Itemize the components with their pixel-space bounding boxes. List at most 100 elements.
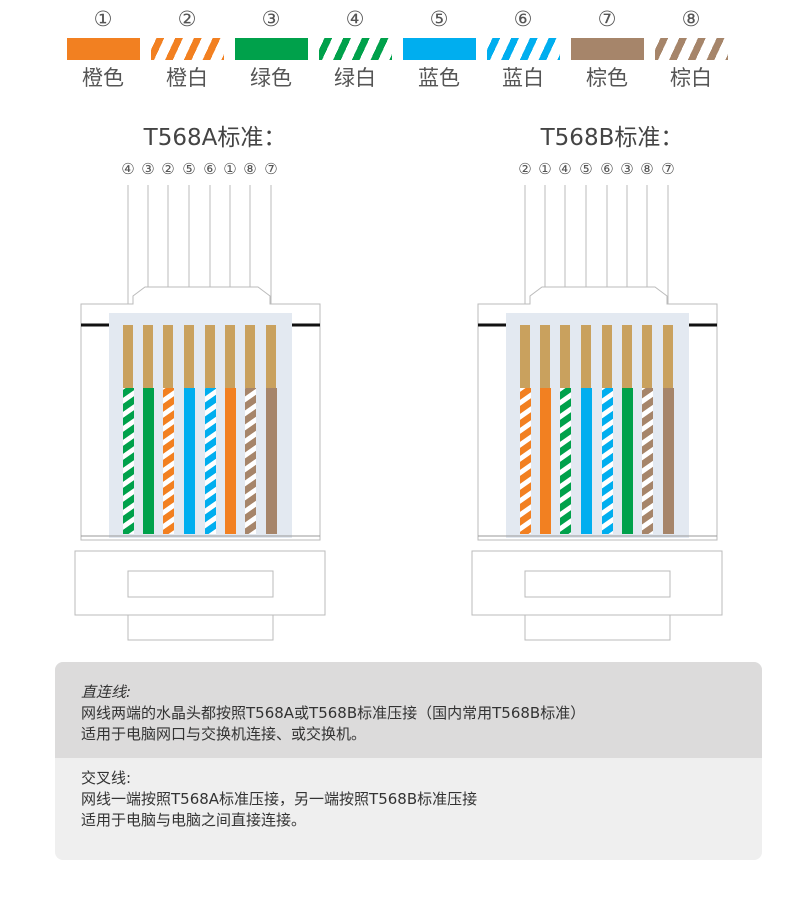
rj45-connectors <box>74 185 723 641</box>
straight-heading: 直连线: <box>81 683 132 701</box>
t568b-title: T568B标准： <box>540 125 684 151</box>
pin-label: ② <box>161 160 175 178</box>
crossover-line-1: 网线一端按照T568A标准压接，另一端按照T568B标准压接 <box>81 790 478 808</box>
legend-number: ⑧ <box>681 7 701 31</box>
legend-number: ⑤ <box>429 7 449 31</box>
legend-item: ⑤ 蓝色 <box>397 0 481 92</box>
pin-label: ⑥ <box>600 160 614 178</box>
straight-cable-note: 直连线: 网线两端的水晶头都按照T568A或T568B标准压接（国内常用T568… <box>55 662 762 758</box>
green-wire <box>622 388 633 534</box>
brown-wire <box>663 388 674 534</box>
pin-label: ② <box>518 160 532 178</box>
green-white-wire <box>560 388 571 534</box>
blue-wire <box>184 388 195 534</box>
straight-line-2: 适用于电脑网口与交换机连接、或交换机。 <box>81 725 367 743</box>
pin-label: ⑥ <box>203 160 217 178</box>
brown-wire <box>266 388 277 534</box>
gold-contact <box>663 325 673 389</box>
gold-contact <box>602 325 612 389</box>
color-swatch <box>486 38 560 60</box>
crossover-heading: 交叉线: <box>81 769 132 787</box>
color-swatch <box>234 38 308 60</box>
pin-label: ④ <box>121 160 135 178</box>
color-swatch <box>150 38 224 60</box>
legend-label: 橙色 <box>82 66 124 90</box>
legend-label: 棕色 <box>586 66 628 90</box>
legend-label: 绿白 <box>334 66 376 90</box>
blue-white-wire <box>602 388 613 534</box>
color-swatch <box>654 38 728 60</box>
gold-contact <box>163 325 173 389</box>
gold-contact <box>540 325 550 389</box>
legend-number: ③ <box>261 7 281 31</box>
pin-label: ⑦ <box>661 160 675 178</box>
blue-wire <box>581 388 592 534</box>
legend-item: ⑥ 蓝白 <box>481 0 565 92</box>
legend-item: ④ 绿白 <box>313 0 397 92</box>
pin-label: ① <box>538 160 552 178</box>
color-swatch <box>570 38 644 60</box>
gold-contact <box>560 325 570 389</box>
legend-label: 蓝色 <box>418 66 460 90</box>
pin-label: ③ <box>141 160 155 178</box>
legend-label: 蓝白 <box>502 66 544 90</box>
pin-label: ⑦ <box>264 160 278 178</box>
color-swatch <box>66 38 140 60</box>
gold-contact <box>225 325 235 389</box>
pin-label: ⑤ <box>182 160 196 178</box>
orange-wire <box>540 388 551 534</box>
legend-number: ① <box>93 7 113 31</box>
brown-white-wire <box>245 388 256 534</box>
notes-box: 直连线: 网线两端的水晶头都按照T568A或T568B标准压接（国内常用T568… <box>55 662 762 860</box>
gold-contact <box>205 325 215 389</box>
pin-label: ⑧ <box>640 160 654 178</box>
crossover-line-2: 适用于电脑与电脑之间直接连接。 <box>81 811 307 829</box>
legend-number: ② <box>177 7 197 31</box>
crossover-cable-note: 交叉线: 网线一端按照T568A标准压接，另一端按照T568B标准压接 适用于电… <box>55 758 762 831</box>
t568a-title: T568A标准： <box>143 125 287 151</box>
legend-item: ③ 绿色 <box>229 0 313 92</box>
legend-item: ⑦ 棕色 <box>565 0 649 92</box>
legend-item: ② 橙白 <box>145 0 229 92</box>
gold-contact <box>520 325 530 389</box>
connector-window <box>506 313 689 538</box>
gold-contact <box>123 325 133 389</box>
legend-label: 橙白 <box>166 66 208 90</box>
t568a-connector <box>74 185 326 641</box>
gold-contact <box>184 325 194 389</box>
legend-item: ① 橙色 <box>61 0 145 92</box>
gold-contact <box>581 325 591 389</box>
connector-window <box>109 313 292 538</box>
color-swatch <box>318 38 392 60</box>
latch-slot <box>524 570 671 598</box>
legend-label: 棕白 <box>670 66 712 90</box>
pin-label: ⑤ <box>579 160 593 178</box>
latch-slot <box>127 570 274 598</box>
brown-white-wire <box>642 388 653 534</box>
gold-contact <box>143 325 153 389</box>
pin-label: ① <box>223 160 237 178</box>
blue-white-wire <box>205 388 216 534</box>
green-wire <box>143 388 154 534</box>
color-swatch <box>402 38 476 60</box>
orange-white-wire <box>163 388 174 534</box>
straight-line-1: 网线两端的水晶头都按照T568A或T568B标准压接（国内常用T568B标准） <box>81 704 586 722</box>
gold-contact <box>642 325 652 389</box>
pin-label: ⑧ <box>243 160 257 178</box>
pin-label: ③ <box>620 160 634 178</box>
orange-wire <box>225 388 236 534</box>
t568b-connector <box>471 185 723 641</box>
legend-label: 绿色 <box>250 66 292 90</box>
gold-contact <box>266 325 276 389</box>
pin-label: ④ <box>558 160 572 178</box>
legend-number: ④ <box>345 7 365 31</box>
orange-white-wire <box>520 388 531 534</box>
latch-tab <box>127 614 274 641</box>
legend-number: ⑦ <box>597 7 617 31</box>
green-white-wire <box>123 388 134 534</box>
gold-contact <box>245 325 255 389</box>
legend-number: ⑥ <box>513 7 533 31</box>
legend-item: ⑧ 棕白 <box>649 0 733 92</box>
gold-contact <box>622 325 632 389</box>
